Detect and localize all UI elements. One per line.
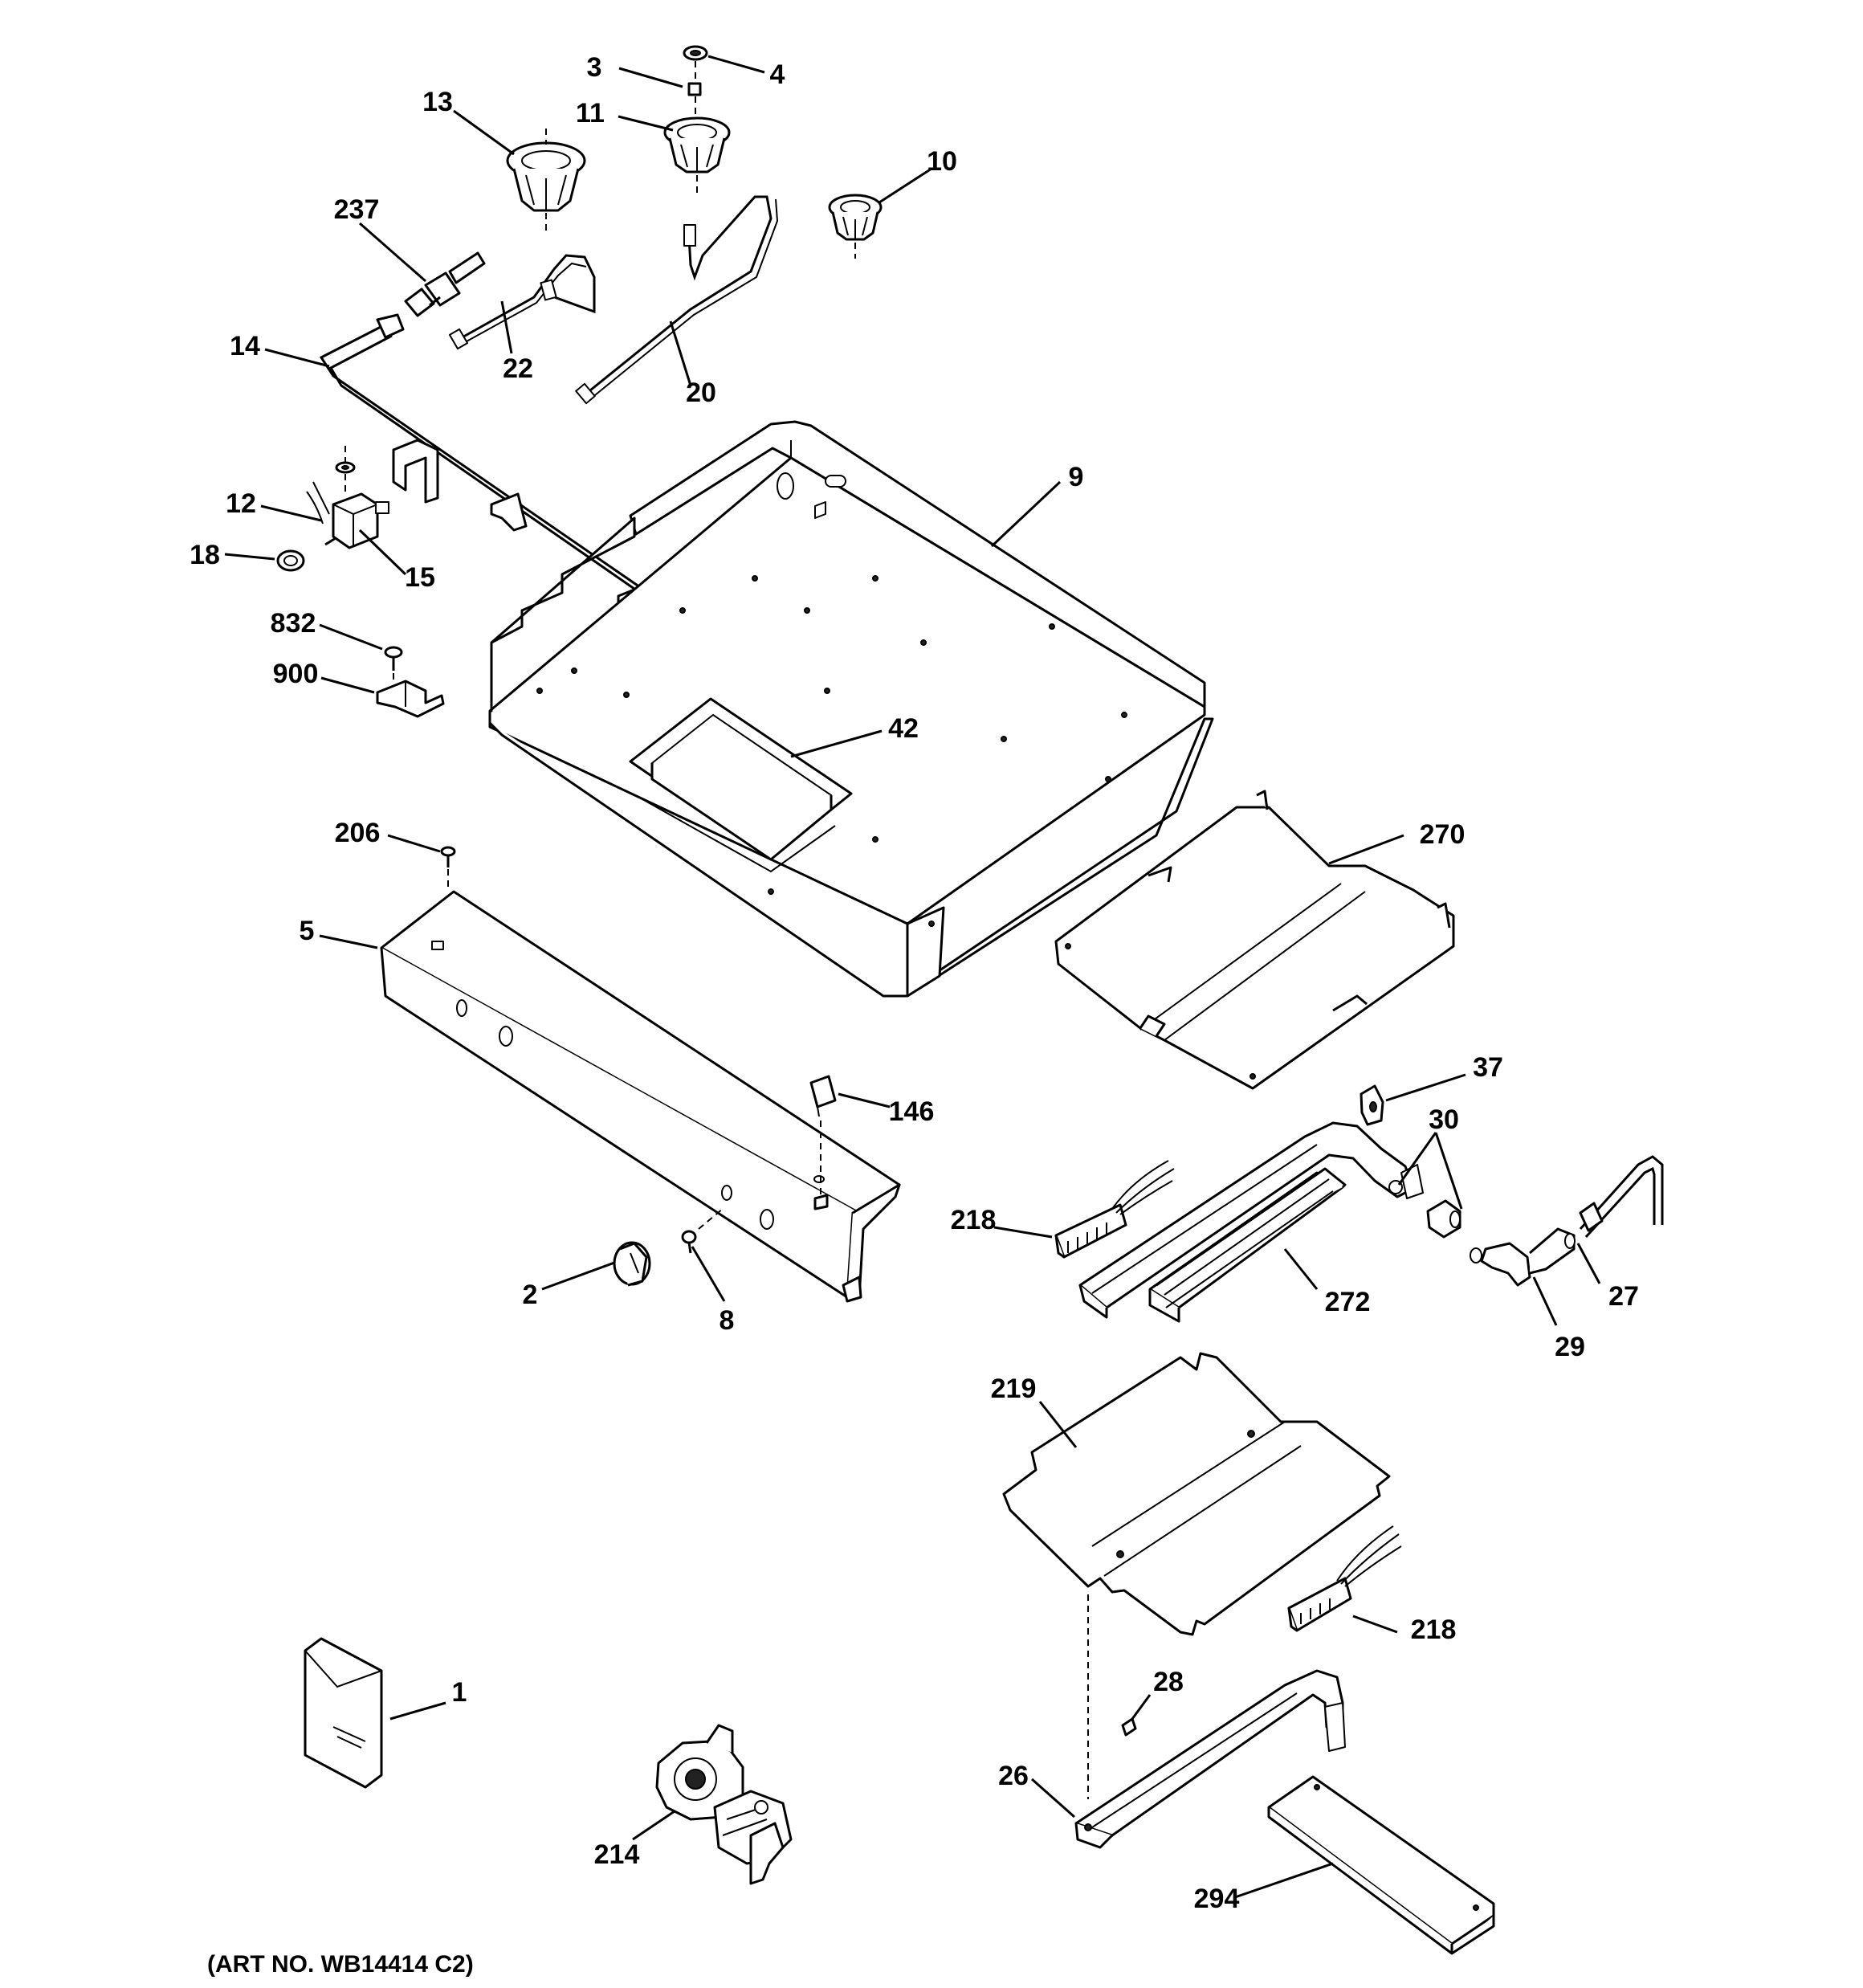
valve-214 (655, 1724, 793, 1885)
callout-146: 146 (889, 1096, 935, 1127)
broil-burner-tube (1078, 1121, 1424, 1319)
callout-14: 14 (230, 331, 260, 361)
tube-27 (1579, 1155, 1664, 1239)
callout-28: 28 (1153, 1667, 1184, 1697)
igniter-218-bottom (1287, 1525, 1402, 1632)
callout-900: 900 (273, 659, 319, 689)
callout-206: 206 (335, 818, 381, 848)
callout-272: 272 (1325, 1287, 1371, 1317)
callout-30: 30 (1429, 1104, 1459, 1135)
burner-head-11 (663, 116, 731, 197)
callout-15: 15 (405, 562, 435, 593)
fitting-237 (404, 251, 486, 317)
callout-11: 11 (576, 98, 605, 129)
washer-top (335, 446, 356, 494)
callout-18: 18 (190, 540, 220, 570)
callout-27: 27 (1608, 1281, 1639, 1312)
valve-12 (306, 481, 389, 549)
bracket-294 (1267, 1775, 1495, 1955)
screw-28 (1121, 1717, 1137, 1737)
callout-219: 219 (991, 1374, 1037, 1404)
callout-1: 1 (452, 1677, 467, 1708)
callout-218-top: 218 (951, 1205, 997, 1235)
callout-26: 26 (998, 1761, 1029, 1791)
burner-tube-20 (575, 195, 779, 405)
bracket-900 (376, 680, 445, 718)
screw-8 (681, 1208, 724, 1254)
callout-237: 237 (334, 194, 380, 225)
literature-envelope-1 (304, 1637, 383, 1789)
callout-8: 8 (720, 1305, 735, 1336)
callout-9: 9 (1069, 462, 1084, 492)
box-holes (536, 575, 1127, 927)
bake-shield-219 (1002, 1352, 1391, 1636)
manifold-panel-5 (380, 890, 901, 1303)
burner-baffle-272 (1148, 1167, 1347, 1323)
orifice-3 (687, 61, 702, 116)
igniter-218-top (1054, 1160, 1175, 1259)
callout-3: 3 (587, 52, 602, 83)
callout-labels: 3 4 11 13 10 237 14 22 20 9 12 15 18 832… (190, 52, 1639, 1914)
knob-2 (613, 1241, 651, 1287)
callout-5: 5 (300, 916, 315, 946)
callout-4: 4 (770, 59, 785, 90)
callout-214: 214 (594, 1839, 640, 1870)
leader-lines (224, 55, 1601, 1899)
clip-37 (1360, 1084, 1384, 1126)
burner-box-9 (488, 420, 1214, 998)
callout-42: 42 (888, 713, 919, 744)
callout-2: 2 (523, 1280, 538, 1310)
callout-294: 294 (1194, 1884, 1240, 1914)
burner-head-13 (506, 129, 586, 233)
callout-29: 29 (1555, 1332, 1585, 1362)
callout-218-bottom: 218 (1411, 1614, 1457, 1645)
callout-832: 832 (271, 608, 316, 639)
screw-206 (440, 846, 456, 888)
broil-pan-42 (629, 697, 853, 873)
burner-tube-22 (448, 254, 596, 350)
callout-20: 20 (686, 378, 716, 408)
callout-12: 12 (226, 488, 256, 519)
orifice-holder-30 (1388, 1180, 1461, 1239)
callout-22: 22 (503, 353, 533, 384)
clip-146 (809, 1075, 837, 1210)
screw-832 (384, 646, 403, 684)
shield-270 (1054, 790, 1455, 1090)
elbow-29 (1470, 1227, 1576, 1287)
bake-burner-26 (1074, 1669, 1346, 1849)
callout-37: 37 (1473, 1052, 1503, 1083)
cap-nut-4 (683, 45, 708, 61)
nut-18 (276, 549, 305, 572)
art-number: (ART NO. WB14414 C2) (207, 1951, 474, 1978)
callout-270: 270 (1420, 819, 1466, 850)
callout-13: 13 (422, 87, 453, 117)
callout-10: 10 (927, 146, 957, 177)
burner-head-10 (828, 194, 883, 259)
